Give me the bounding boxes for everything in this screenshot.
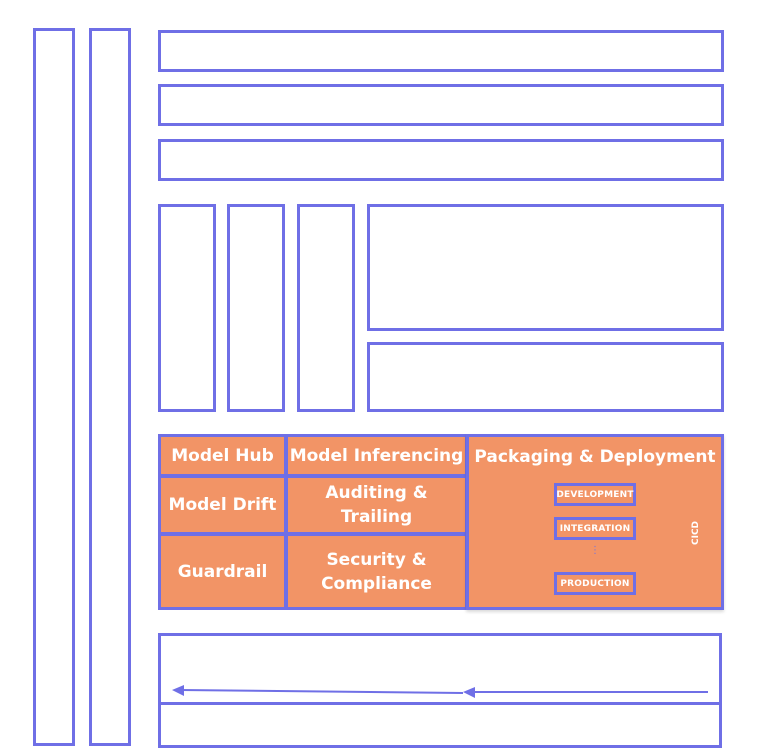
model-hub-label: Model Hub [171,445,274,466]
stage-ellipsis: ⋮ [590,545,600,556]
top-bar-1 [158,30,724,72]
stage-production-label: PRODUCTION [560,578,630,589]
stage-integration: INTEGRATION [554,517,636,540]
model-inferencing-cell: Model Inferencing [285,434,468,477]
stage-development: DEVELOPMENT [554,483,636,506]
stage-development-label: DEVELOPMENT [556,489,634,500]
middle-panel-top [367,204,724,331]
middle-column-1 [158,204,216,412]
middle-panel-bottom [367,342,724,412]
security-compliance-label-line2: Compliance [321,573,432,594]
arrow-left-icon [463,687,475,698]
security-compliance-label-line1: Security & [326,549,427,570]
top-bar-2 [158,84,724,126]
model-inferencing-label: Model Inferencing [289,445,464,466]
bottom-panel-bottom [158,702,722,748]
guardrail-label: Guardrail [177,561,268,582]
model-drift-label: Model Drift [168,495,277,515]
stage-production: PRODUCTION [554,572,636,595]
model-drift-cell: Model Drift [158,475,287,535]
auditing-trailing-label: Auditing & Trailing [325,483,428,527]
top-bar-3 [158,139,724,181]
middle-column-3 [297,204,355,412]
security-compliance-cell: Security & Compliance [285,533,468,610]
arrow-line-left [179,689,464,694]
left-column-2 [89,28,131,746]
packaging-deployment-label: Packaging & Deployment [474,447,716,467]
middle-column-2 [227,204,285,412]
left-column-1 [33,28,75,746]
stage-integration-label: INTEGRATION [559,523,631,534]
arrow-left-icon [172,685,184,696]
